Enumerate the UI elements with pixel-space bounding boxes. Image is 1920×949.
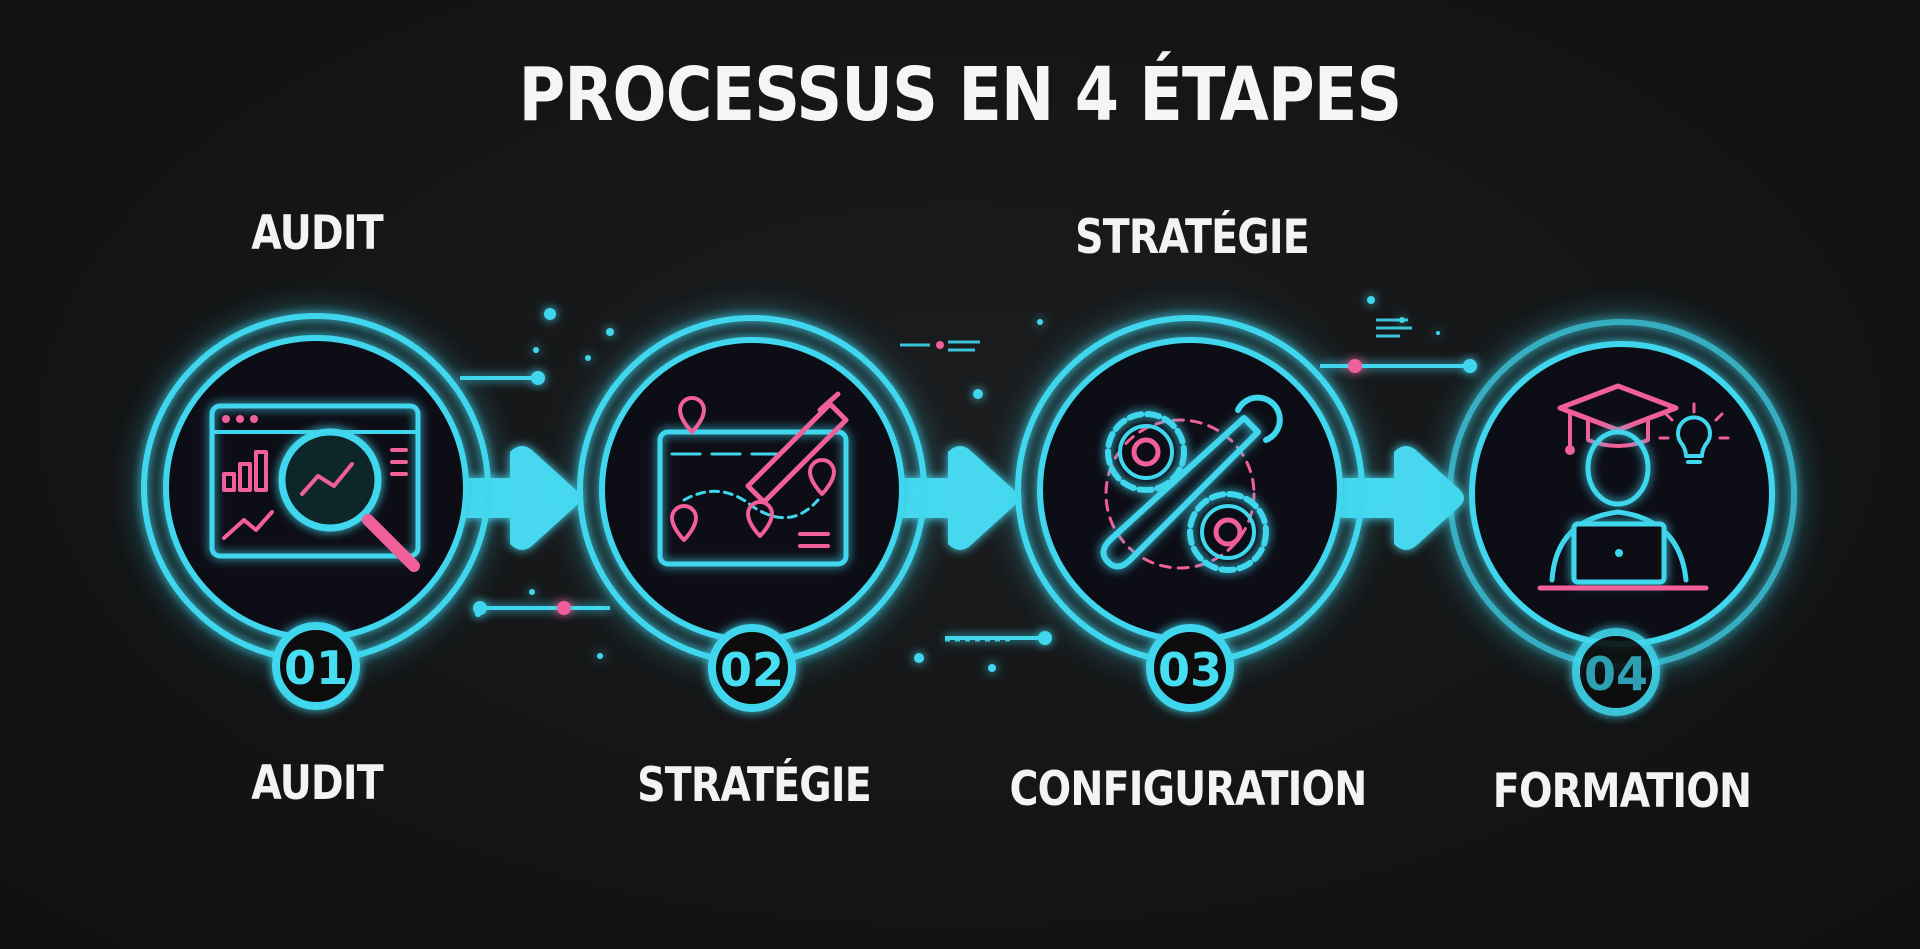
step-4: 04 (1440, 312, 1804, 716)
step-4-number: 04 (1584, 647, 1648, 701)
audit-dashboard-magnifier-icon (209, 403, 421, 572)
step-1: 01 (136, 308, 496, 710)
diagram-title: PROCESSUS EN 4 ÉTAPES (518, 52, 1403, 138)
arrow-2-to-3 (890, 446, 1018, 550)
gears-wrench-icon (1100, 394, 1283, 573)
step-1-label: AUDIT (251, 756, 383, 811)
step-4-label: FORMATION (1492, 764, 1752, 819)
step-3: 03 (1010, 310, 1370, 712)
step-3-number: 03 (1158, 643, 1222, 697)
connector-3-top (1320, 359, 1477, 373)
graduate-laptop-lightbulb-icon (1537, 383, 1730, 591)
deco-dot (936, 341, 944, 349)
top-label-audit: AUDIT (251, 206, 383, 261)
top-label-strategie: STRATÉGIE (1075, 210, 1310, 265)
step-2-number: 02 (720, 643, 784, 697)
strategy-map-pen-icon (657, 391, 849, 567)
connector-2-bottom (945, 631, 1052, 645)
step-2: 02 (572, 310, 932, 712)
connector-1-top (460, 371, 545, 385)
connector-1-bottom (473, 601, 610, 615)
step-1-number: 01 (284, 641, 348, 695)
step-3-label: CONFIGURATION (1009, 762, 1368, 817)
step-2-label: STRATÉGIE (637, 758, 872, 813)
